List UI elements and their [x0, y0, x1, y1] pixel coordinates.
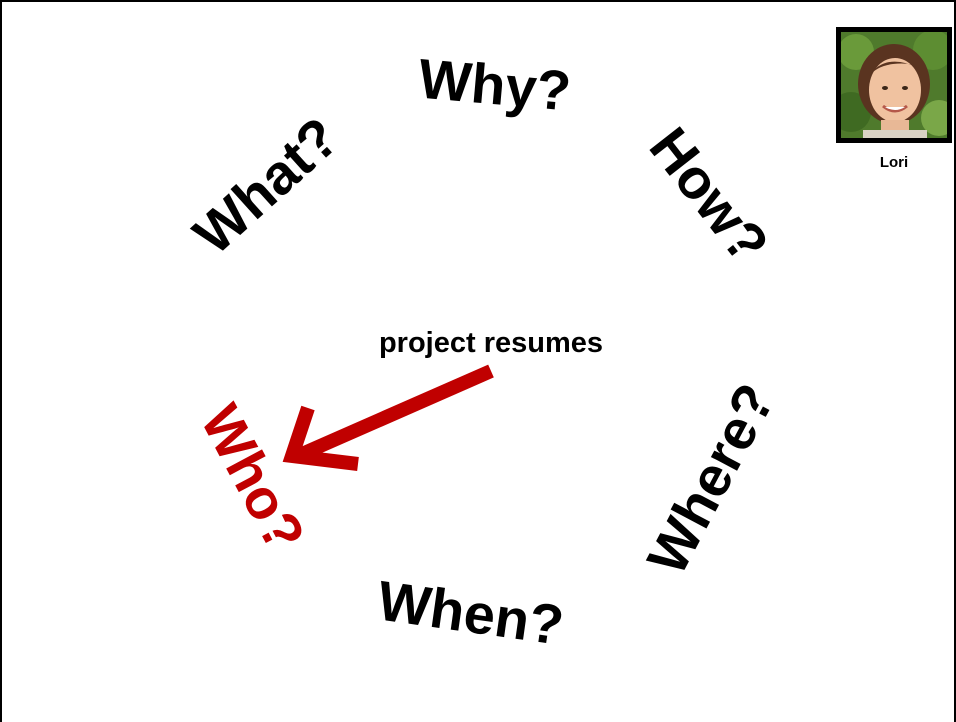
presenter-photo-frame [836, 27, 952, 143]
question-why: Why? [416, 47, 573, 123]
question-where: Where? [635, 373, 787, 584]
arrow-icon [282, 364, 494, 471]
question-what: What? [181, 105, 350, 266]
question-when: When? [374, 569, 568, 657]
presenter-name: Lori [879, 154, 909, 171]
question-how: How? [638, 116, 781, 275]
presenter-photo [841, 32, 947, 138]
center-label: project resumes [379, 327, 603, 359]
